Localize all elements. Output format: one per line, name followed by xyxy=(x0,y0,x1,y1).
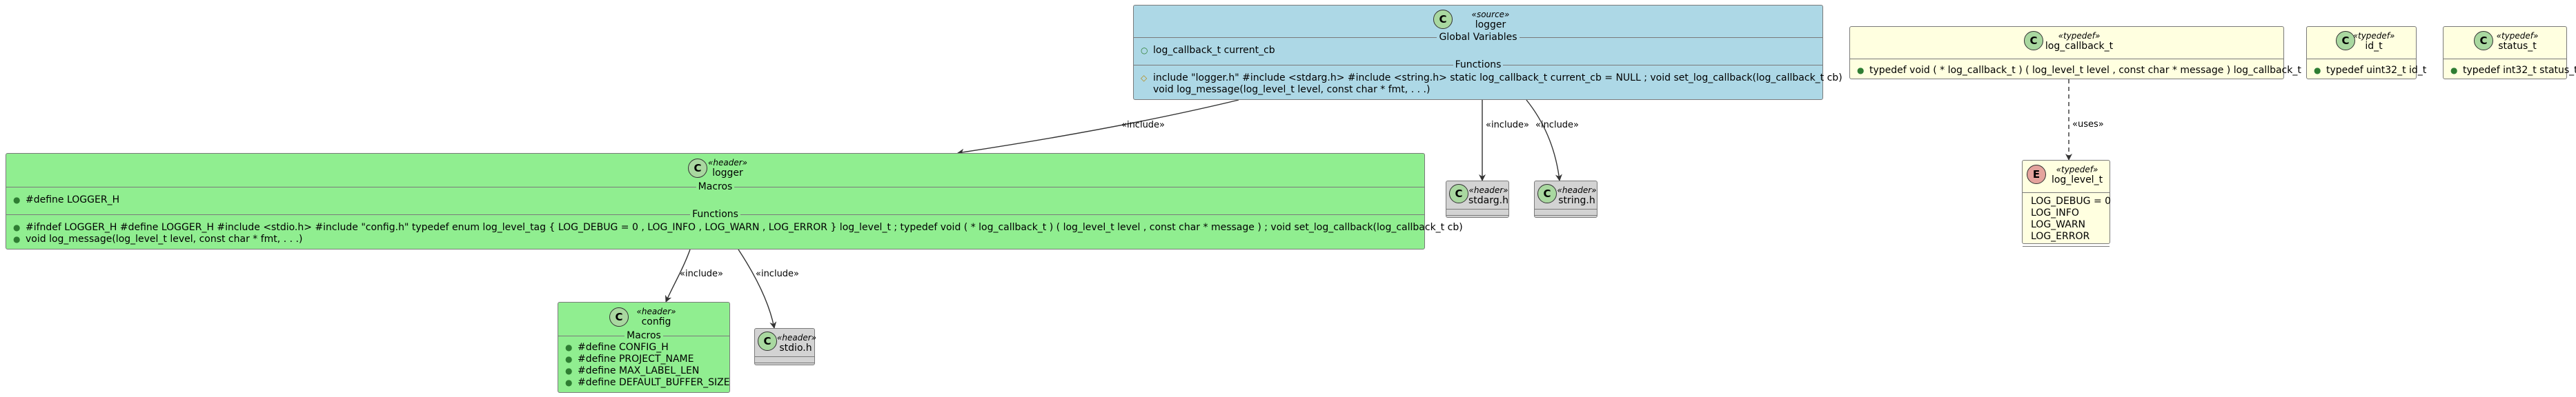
class-name: logger xyxy=(712,167,743,179)
stereotype: «header» xyxy=(707,158,748,167)
public-icon: ● xyxy=(13,195,21,205)
header-logger-class[interactable]: C «header» logger Macros ●#define LOGGER… xyxy=(6,153,1463,250)
member-row: ●typedef uint32_t id_t xyxy=(2314,65,2427,76)
class-name: status_t xyxy=(2498,41,2537,52)
header-config-class[interactable]: C «header» config Macros ●#define CONFIG… xyxy=(558,302,730,393)
edge-label-include: «include» xyxy=(1121,120,1166,130)
header-stdarg-class[interactable]: C «header» stdarg.h xyxy=(1446,181,1509,218)
public-icon: ● xyxy=(565,354,573,364)
typedef-status-class[interactable]: C «typedef» status_t ●typedef int32_t st… xyxy=(2443,26,2576,79)
stereotype: «header» xyxy=(777,333,817,343)
macro-row: ●#define CONFIG_H xyxy=(565,342,669,353)
section-title: Functions xyxy=(690,209,740,220)
class-c-icon: C xyxy=(2336,31,2355,50)
typedef-log-callback-class[interactable]: C «typedef» log_callback_t ●typedef void… xyxy=(1849,26,2301,79)
public-icon: ● xyxy=(565,343,573,352)
enum-log-level-class[interactable]: E «typedef» log_level_t LOG_DEBUG = 0 LO… xyxy=(2022,160,2112,247)
class-name: stdio.h xyxy=(779,343,812,354)
macro-row: ●#define LOGGER_H xyxy=(13,194,120,205)
class-name: stdarg.h xyxy=(1468,195,1508,206)
public-icon: ● xyxy=(1857,65,1865,75)
class-name: config xyxy=(641,316,671,327)
function-row: ◇include "logger.h" #include <stdarg.h> … xyxy=(1141,72,1842,83)
source-logger-class[interactable]: C «source» logger Global Variables ○log_… xyxy=(1133,5,1842,100)
macro-row: ●#define PROJECT_NAME xyxy=(565,354,694,365)
section-title: Functions xyxy=(1453,59,1504,70)
class-c-icon: C xyxy=(1537,184,1557,203)
typedef-id-class[interactable]: C «typedef» id_t ●typedef uint32_t id_t xyxy=(2306,26,2427,79)
stereotype: «header» xyxy=(1557,185,1597,195)
class-c-icon: C xyxy=(2024,31,2043,50)
private-icon: ○ xyxy=(1141,45,1148,55)
section-title: Macros xyxy=(625,330,663,341)
edge-source-to-header-logger xyxy=(957,99,1239,156)
edge-label-uses: «uses» xyxy=(2072,119,2104,130)
enum-value: LOG_WARN xyxy=(2031,219,2086,230)
edge-source-to-string xyxy=(1526,99,1562,181)
header-stdio-class[interactable]: C «header» stdio.h xyxy=(754,328,817,365)
public-icon: ● xyxy=(565,378,573,387)
class-c-icon: C xyxy=(2474,31,2493,50)
class-name: log_level_t xyxy=(2051,174,2103,185)
stereotype: «typedef» xyxy=(2056,165,2098,174)
protected-icon: ◇ xyxy=(1141,73,1148,83)
public-icon: ● xyxy=(13,223,21,232)
class-name: logger xyxy=(1475,19,1506,30)
edge-label-include: «include» xyxy=(1486,120,1530,130)
stereotype: «header» xyxy=(1468,185,1508,195)
class-c-icon: C xyxy=(688,159,707,178)
stereotype: «header» xyxy=(636,307,676,316)
macro-row: ●#define MAX_LABEL_LEN xyxy=(565,365,700,376)
class-name: string.h xyxy=(1558,195,1595,206)
edge-header-logger-to-config xyxy=(665,249,691,303)
enum-value: LOG_ERROR xyxy=(2031,231,2090,242)
class-c-icon: C xyxy=(1449,184,1468,203)
class-c-icon: C xyxy=(1433,10,1453,29)
edge-label-include: «include» xyxy=(680,269,724,279)
function-row: ●#ifndef LOGGER_H #define LOGGER_H #incl… xyxy=(13,222,1463,233)
stereotype: «typedef» xyxy=(2352,31,2395,41)
header-string-class[interactable]: C «header» string.h xyxy=(1534,181,1597,218)
function-row: void log_message(log_level_t level, cons… xyxy=(1153,84,1430,95)
public-icon: ● xyxy=(565,366,573,376)
global-variable: ○log_callback_t current_cb xyxy=(1141,45,1275,56)
stereotype: «source» xyxy=(1471,10,1510,19)
enum-e-icon: E xyxy=(2027,165,2046,184)
section-title: Global Variables xyxy=(1437,32,1520,43)
class-name: log_callback_t xyxy=(2045,41,2114,52)
edge-header-logger-to-stdio xyxy=(738,249,777,329)
member-row: ●typedef void ( * log_callback_t ) ( log… xyxy=(1857,65,2301,76)
public-icon: ● xyxy=(13,234,21,244)
enum-value: LOG_DEBUG = 0 xyxy=(2031,196,2112,207)
function-row: ●void log_message(log_level_t level, con… xyxy=(13,234,303,245)
stereotype: «typedef» xyxy=(2496,31,2539,41)
edge-label-include: «include» xyxy=(1535,120,1580,130)
class-c-icon: C xyxy=(758,332,777,351)
macro-row: ●#define DEFAULT_BUFFER_SIZE xyxy=(565,377,730,388)
public-icon: ● xyxy=(2314,65,2321,75)
class-c-icon: C xyxy=(609,307,629,327)
stereotype: «typedef» xyxy=(2058,31,2101,41)
section-title: Macros xyxy=(696,181,735,192)
edge-label-include: «include» xyxy=(756,269,800,279)
member-row: ●typedef int32_t status_t xyxy=(2450,65,2576,76)
public-icon: ● xyxy=(2450,65,2458,75)
class-name: id_t xyxy=(2365,41,2383,52)
enum-value: LOG_INFO xyxy=(2031,207,2079,218)
